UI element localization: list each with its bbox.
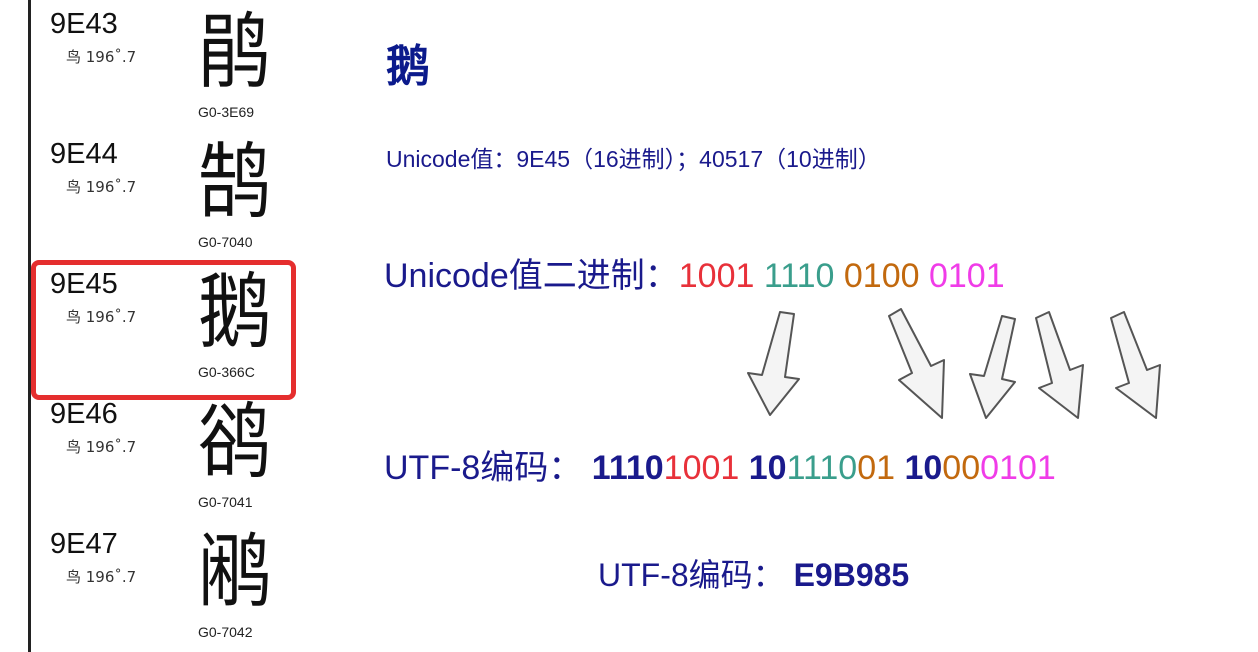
char-entry-9e45: 9E45 鸟 196˚.7 鹅 G0-366C (0, 260, 300, 390)
byte2-bits-b: 01 (857, 449, 896, 487)
unicode-value-line: Unicode值：9E45（16进制）；40517（10进制） (386, 146, 881, 172)
down-arrow-icon (969, 315, 1016, 419)
utf8-binary-line: UTF-8编码： 11101001 10111001 10000101 (384, 440, 1056, 489)
gb-code: G0-366C (198, 364, 255, 380)
char-entry-9e47: 9E47 鸟 196˚.7 鹇 G0-7042 (0, 520, 300, 650)
binary-group-4: 0101 (928, 257, 1005, 295)
binary-group-3: 0100 (843, 257, 920, 295)
utf8-hex-line: UTF-8编码： E9B985 (598, 550, 909, 596)
code-point: 9E45 (50, 268, 118, 300)
binary-label: Unicode值二进制： (384, 257, 679, 295)
byte3-prefix: 10 (904, 449, 943, 487)
glyph: 鹄 (198, 135, 272, 230)
char-entry-9e44: 9E44 鸟 196˚.7 鹄 G0-7040 (0, 130, 300, 260)
glyph: 鹃 (198, 5, 272, 100)
selected-char-highlight (31, 260, 296, 400)
code-point: 9E43 (50, 8, 118, 40)
utf8-hex-label: UTF-8编码： (598, 557, 785, 593)
radical-stroke: 鸟 196˚.7 (66, 48, 137, 66)
radical-stroke: 鸟 196˚.7 (66, 178, 137, 196)
glyph: 鹅 (198, 265, 272, 360)
gb-code: G0-3E69 (198, 104, 255, 120)
byte2-prefix: 10 (748, 449, 787, 487)
byte3-bits-b: 0101 (980, 449, 1056, 487)
radical-stroke: 鸟 196˚.7 (66, 568, 137, 586)
down-arrow-icon (747, 311, 800, 416)
down-arrow-icon (1035, 311, 1084, 419)
down-arrow-icon (888, 308, 945, 419)
code-point: 9E46 (50, 398, 118, 430)
left-border-line (28, 0, 31, 652)
unicode-binary-line: Unicode值二进制：1001 1110 0100 0101 (384, 248, 1005, 297)
binary-group-1: 1001 (678, 257, 755, 295)
byte1-prefix: 1110 (591, 449, 664, 487)
char-entry-9e43: 9E43 鸟 196˚.7 鹃 G0-3E69 (0, 0, 300, 130)
gb-code: G0-7040 (198, 234, 253, 250)
down-arrow-icon (1110, 311, 1161, 419)
char-title: 鹅 (386, 41, 430, 92)
utf8-label: UTF-8编码： (384, 449, 583, 487)
radical-stroke: 鸟 196˚.7 (66, 308, 137, 326)
byte2-bits-a: 1110 (786, 449, 858, 487)
gb-code: G0-7042 (198, 624, 253, 640)
glyph: 鹇 (198, 525, 272, 620)
code-point: 9E47 (50, 528, 118, 560)
byte3-bits-a: 00 (942, 449, 981, 487)
char-entry-9e46: 9E46 鸟 196˚.7 鹆 G0-7041 (0, 390, 300, 520)
binary-group-2: 1110 (763, 257, 835, 295)
gb-code: G0-7041 (198, 494, 253, 510)
radical-stroke: 鸟 196˚.7 (66, 438, 137, 456)
code-point: 9E44 (50, 138, 118, 170)
byte1-bits: 1001 (663, 449, 740, 487)
utf8-hex-value: E9B985 (793, 557, 910, 593)
glyph: 鹆 (198, 395, 272, 490)
